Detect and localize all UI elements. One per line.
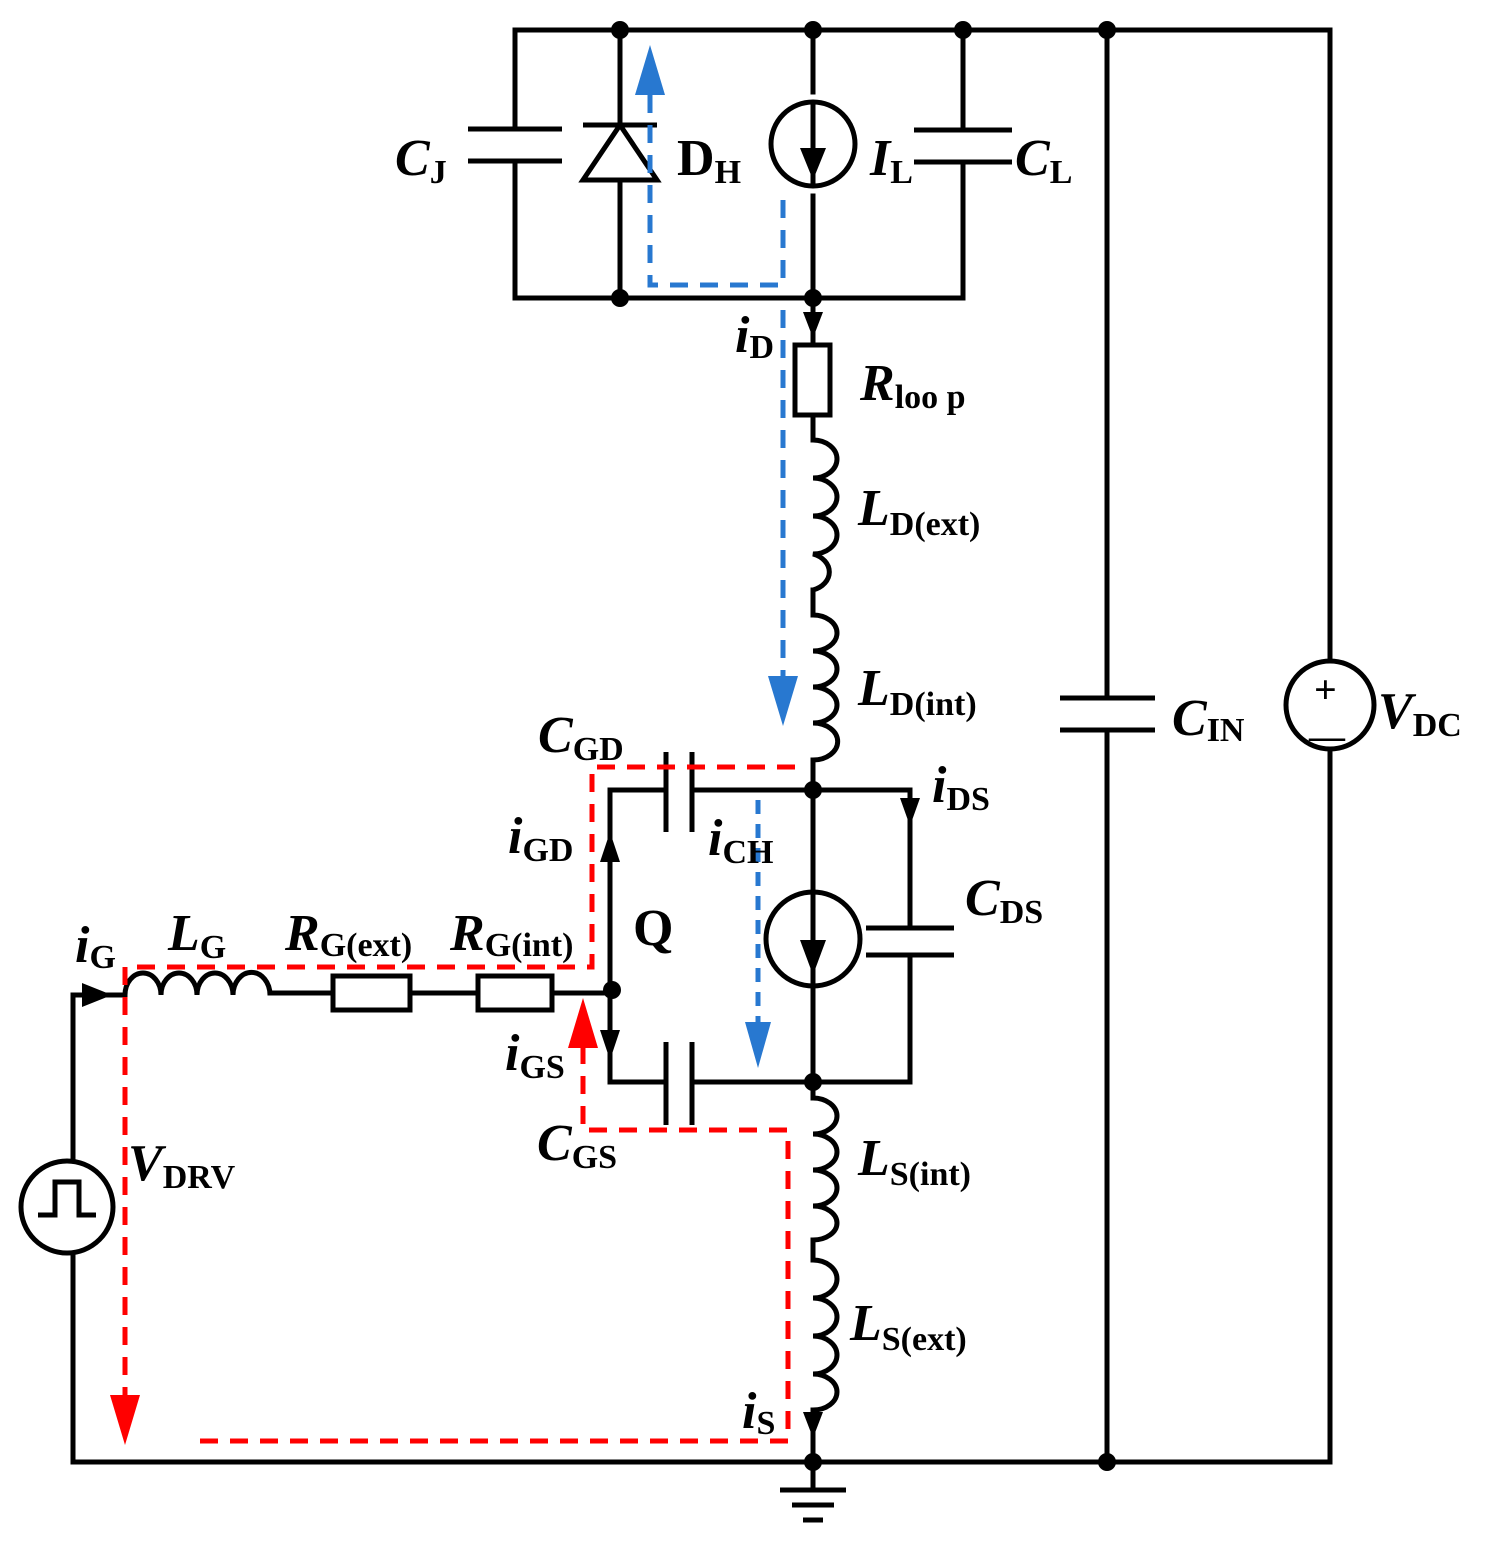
label-is: iS [742,1383,775,1442]
label-ldext: LD(ext) [857,480,980,543]
diode-dh-symbol [578,120,662,183]
label-ldint: LD(int) [857,660,977,723]
pulse-source-vdrv-symbol [18,1158,116,1256]
capacitor-cl-symbol [914,127,1012,165]
label-vdc: VDC [1378,683,1462,744]
label-lsint: LS(int) [857,1130,971,1193]
inductor-ldext-symbol [812,437,840,593]
arrow-is [803,1412,823,1438]
resistor-rloop-symbol [792,342,833,418]
label-igd: iGD [508,808,573,869]
inductor-lsext-symbol [812,1257,840,1413]
resistor-rgint-symbol [475,973,555,1013]
voltage-source-vdc-symbol [1283,658,1377,752]
current-source-il-symbol [768,99,858,189]
label-cgd: CGD [538,707,624,768]
label-cl: CL [1015,130,1072,191]
capacitor-cin-symbol [1060,695,1155,733]
inductor-lg-symbol [122,969,273,996]
drain-current-loop [635,45,798,1068]
label-rgint: RG(int) [449,905,573,964]
label-id: iD [735,307,774,366]
wires [70,27,1333,1465]
label-vdc-minus: — [1308,716,1346,756]
label-q: Q [633,900,673,957]
label-ids: iDS [932,757,990,818]
label-il: IL [869,130,913,191]
label-cj: CJ [395,130,447,191]
junction-dots [603,21,1116,1471]
ground-symbol [780,1462,846,1523]
label-cin: CIN [1172,690,1245,749]
label-vdc-plus: + [1314,667,1337,712]
label-ig: iG [75,917,116,976]
label-dh: DH [677,130,741,191]
current-arrows [82,312,920,1438]
label-ich: iCH [708,810,773,871]
label-vdrv: VDRV [128,1135,236,1196]
capacitor-cj-symbol [468,126,562,164]
label-cgs: CGS [537,1115,617,1176]
label-cds: CDS [965,870,1043,931]
label-rgext: RG(ext) [284,905,412,964]
current-source-channel-symbol [763,889,863,989]
gate-current-loop [110,764,795,1445]
label-igs: iGS [505,1025,565,1086]
label-lg: LG [167,905,226,966]
arrow-ig [82,983,112,1007]
capacitor-cds-symbol [866,925,954,958]
arrow-ids [900,798,920,826]
inductor-lsint-symbol [812,1095,840,1243]
resistor-rgext-symbol [330,973,413,1013]
inductor-ldint-symbol [812,612,841,763]
arrow-igd [600,832,620,862]
capacitor-cgd-symbol [663,752,695,832]
capacitor-cgs-symbol [663,1042,695,1125]
label-rloop: Rloo p [859,355,966,416]
label-lsext: LS(ext) [849,1295,967,1358]
arrow-id [803,312,823,338]
arrow-igs [600,1030,620,1060]
